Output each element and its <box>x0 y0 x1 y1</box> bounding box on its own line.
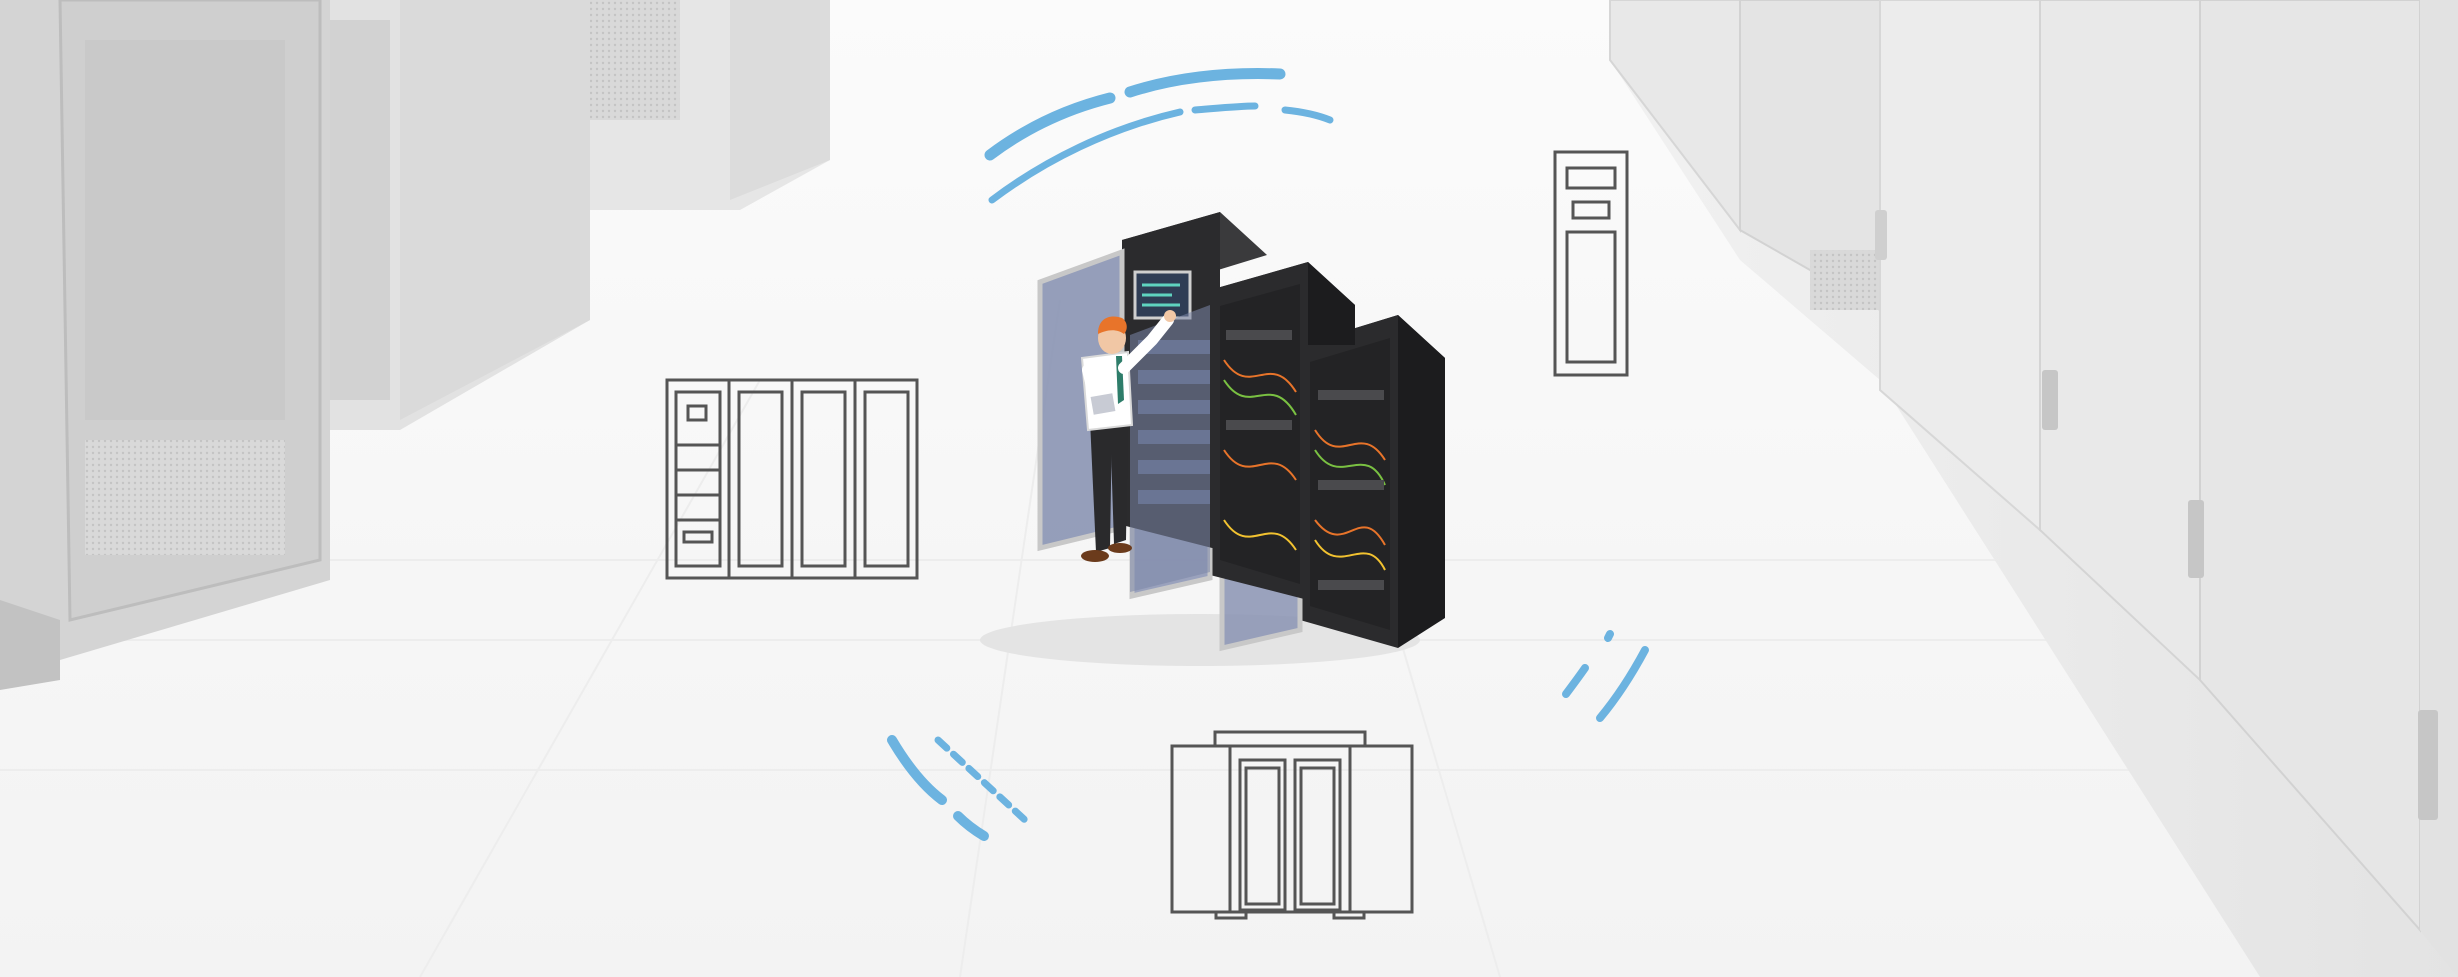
signal-arc-icon <box>1604 630 1614 642</box>
left-rack-near <box>0 0 330 690</box>
signal-arc-icon <box>1281 106 1334 124</box>
rack-cabinet-outline-icon <box>665 378 919 580</box>
signal-arc-icon <box>934 736 1029 824</box>
left-rack-mid <box>320 0 590 430</box>
signal-arc-icon <box>953 811 989 841</box>
signal-arc-icon <box>1124 68 1286 98</box>
signal-arc-icon <box>984 92 1116 161</box>
signal-arc-icon <box>887 735 947 805</box>
left-rack-far <box>585 0 830 210</box>
cooling-unit-outline-icon <box>1170 730 1414 920</box>
signal-arc-icon <box>988 108 1184 204</box>
right-rack-wall <box>1609 0 2458 977</box>
signal-arcs <box>887 68 1649 841</box>
signal-arc-icon <box>1191 102 1259 114</box>
signal-arc-icon <box>1562 664 1589 698</box>
floor-shadow <box>980 614 1420 666</box>
technician-at-server-racks <box>980 212 1445 666</box>
signal-arc-icon <box>1596 646 1649 722</box>
technician-figure <box>1080 310 1176 562</box>
tower-server-outline-icon <box>1553 150 1629 377</box>
